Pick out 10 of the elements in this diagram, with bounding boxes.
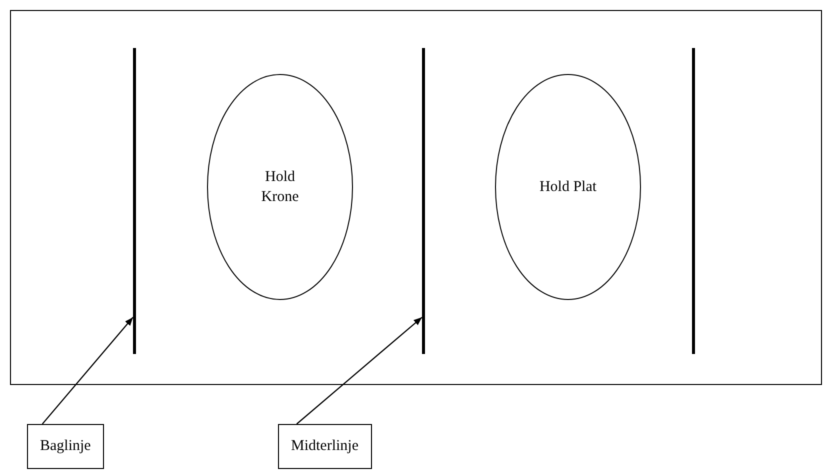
label-box: Baglinje [27,424,104,469]
line-marking [422,48,425,354]
leader-arrow [42,316,134,424]
zone-label: Hold Krone [260,168,300,207]
zone-label: Hold Plat [539,178,597,197]
field-outline [10,10,822,385]
label-box: Midterlinje [278,424,372,469]
line-marking [692,48,695,354]
leader-arrow [296,316,422,424]
line-marking [133,48,136,354]
